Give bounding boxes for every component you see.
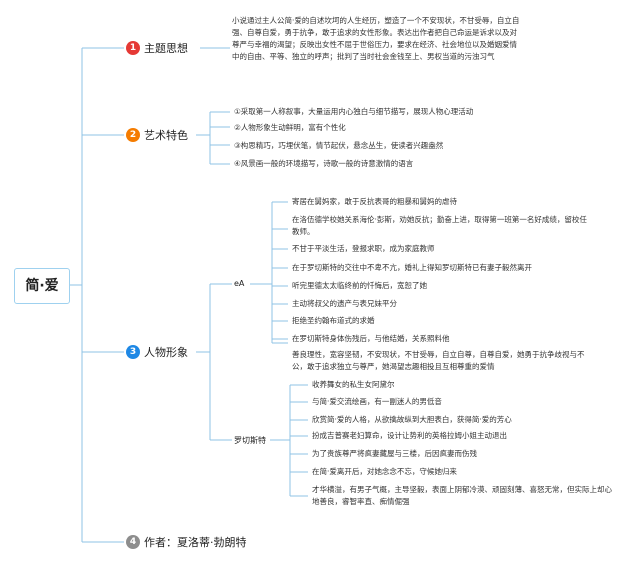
jane-leaf-8: 在罗切斯特身体伤残后，与他结婚，关系照料他 [292,334,450,343]
rochester-leaf-6: 在简·爱离开后，对她念念不忘，守候她归来 [312,467,457,476]
number-badge: 3 [126,345,140,359]
subgroup-jane[interactable]: eA [234,279,245,288]
number-badge: 2 [126,128,140,142]
branch-label: 作者：夏洛蒂·勃朗特 [144,536,247,549]
rochester-leaf-3: 欣赏简·爱的人格，从欲擒故纵到大胆表白，获得简·爱的芳心 [312,415,512,424]
branch-label: 主题思想 [144,42,188,55]
branch-author[interactable]: 4 作者：夏洛蒂·勃朗特 [126,534,247,550]
branch-characters[interactable]: 3 人物形象 [126,344,188,360]
jane-leaf-6: 主动将叔父的遗产与表兄妹平分 [292,299,397,308]
jane-leaf-9: 善良理性，宽容坚韧，不安现状，不甘受辱，自立自尊，自尊自爱，她勇于抗争歧视与不公… [292,350,585,371]
rochester-leaf-7: 才华横溢，有男子气概，主导坚毅，表面上阴郁冷漠、顽固刻薄、喜怒无常，但实际上却心… [312,485,612,506]
rochester-leaf-1: 收养舞女的私生女阿黛尔 [312,380,395,389]
jane-leaf-7: 拒绝圣约翰布道式的求婚 [292,316,375,325]
number-badge: 1 [126,41,140,55]
jane-leaf-3: 不甘于平淡生活，登报求职，成为家庭教师 [292,244,435,253]
jane-leaf-1: 寄居在舅妈家，敢于反抗表哥的粗暴和舅妈的虐待 [292,197,457,206]
number-badge: 4 [126,535,140,549]
rochester-leaf-2: 与简·爱交流绘画，有一副迷人的男低音 [312,397,442,406]
art-leaf-3: ③构思精巧，巧埋伏笔，情节起伏，悬念丛生，使读者兴趣盎然 [234,141,444,150]
theme-leaf-text: 小说通过主人公简·爱的自述坎坷的人生经历，塑造了一个不安现状，不甘受辱，自立自强… [232,16,520,61]
jane-leaf-2: 在洛伍德学校她关系海伦·彭斯，劝她反抗；勤奋上进，取得第一班第一名好成绩，留校任… [292,215,587,236]
root-node: 简·爱 [14,268,70,304]
art-leaf-2: ②人物形象生动鲜明，富有个性化 [234,123,346,132]
branch-theme[interactable]: 1 主题思想 [126,40,188,56]
branch-art-features[interactable]: 2 艺术特色 [126,127,188,143]
subgroup-rochester[interactable]: 罗切斯特 [234,436,266,445]
jane-leaf-4: 在于罗切斯特的交往中不卑不亢，婚礼上得知罗切斯特已有妻子毅然离开 [292,263,532,272]
branch-label: 人物形象 [144,346,188,359]
art-leaf-1: ①采取第一人称叙事，大量运用内心独白与细节描写，展现人物心理活动 [234,107,474,116]
rochester-leaf-5: 为了贵族尊严将疯妻藏屋与三楼，后因疯妻而伤残 [312,449,477,458]
art-leaf-4: ④风景画一般的环境描写，诗歌一般的诗意激情的语言 [234,159,414,168]
rochester-leaf-4: 扮成吉普赛老妇算命，设计让势利的英格拉姆小姐主动退出 [312,431,507,440]
jane-leaf-5: 听完里德太太临终前的忏悔后，宽恕了她 [292,281,427,290]
branch-label: 艺术特色 [144,129,188,142]
